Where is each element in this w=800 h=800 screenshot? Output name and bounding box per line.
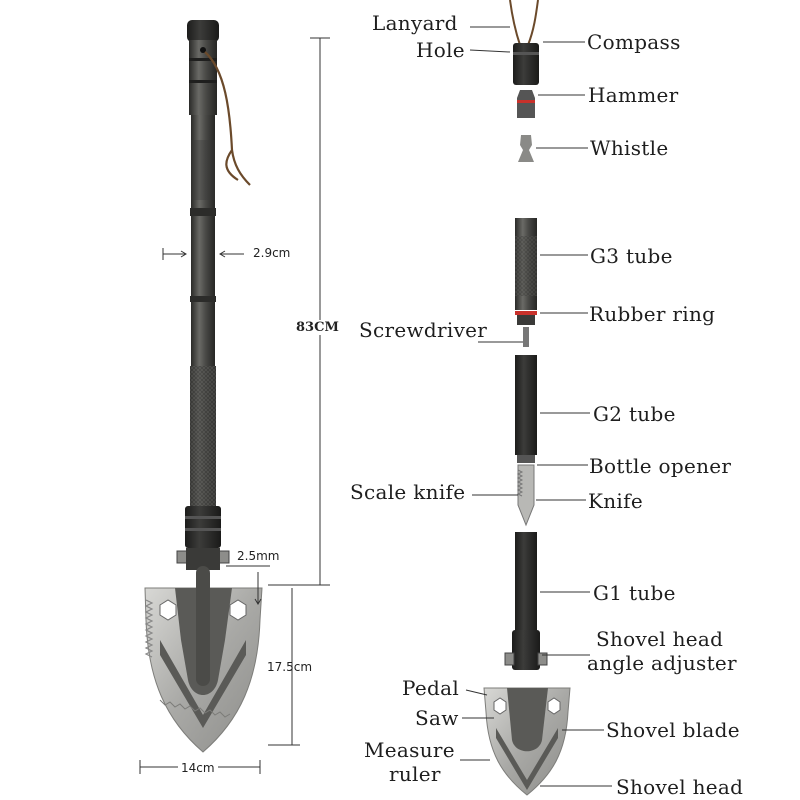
whistle-part [518,135,534,162]
g1-tube-part [515,532,537,632]
knife-label: Knife [588,489,643,513]
assembled-shovel [144,20,263,753]
leader-lines [460,26,612,787]
angle-collar [185,506,221,548]
shovel-head-label: Shovel head [616,775,744,799]
g2-tube-part [515,355,537,455]
angle-adjuster-part [512,630,540,670]
length-label: 83CM [296,320,339,335]
scale-knife-label: Scale knife [350,480,466,504]
rubber-ring-label: Rubber ring [589,302,716,326]
compass-label: Compass [587,30,681,54]
lanyard-cord [204,51,251,186]
pedal-label: Pedal [402,676,460,700]
bottle-opener-label: Bottle opener [589,454,732,478]
hammer-label: Hammer [588,83,679,107]
thickness-label: 2.5mm [237,549,280,563]
hole-label: Hole [416,38,465,62]
rubber-ring-part [515,311,537,315]
g3-tube-label: G3 tube [590,244,673,268]
measure-ruler-label-line2: ruler [389,762,441,786]
screwdriver-part [523,327,529,347]
angle-adjuster-label-line1: Shovel head [596,627,724,651]
blade-height-label: 17.5cm [267,660,313,674]
measure-ruler-label-line1: Measure [364,738,455,762]
diameter-label: 2.9cm [253,246,291,260]
g1-tube-label: G1 tube [593,581,676,605]
whistle-label: Whistle [590,136,669,160]
screwdriver-label: Screwdriver [359,318,488,342]
shovel-blade-label: Shovel blade [606,718,740,742]
exploded-parts [483,0,571,796]
upper-tube [191,115,215,210]
saw-label: Saw [415,706,459,730]
compass-part [513,43,539,85]
lanyard-label: Lanyard [372,11,458,35]
exploded-lanyard [509,0,539,46]
blade-width-label: 14cm [178,761,218,775]
top-cap [187,20,219,42]
g2-tube-label: G2 tube [593,402,676,426]
middle-tube [191,216,215,366]
angle-adjuster-label-line2: angle adjuster [587,651,737,675]
hammer-part [517,90,535,118]
